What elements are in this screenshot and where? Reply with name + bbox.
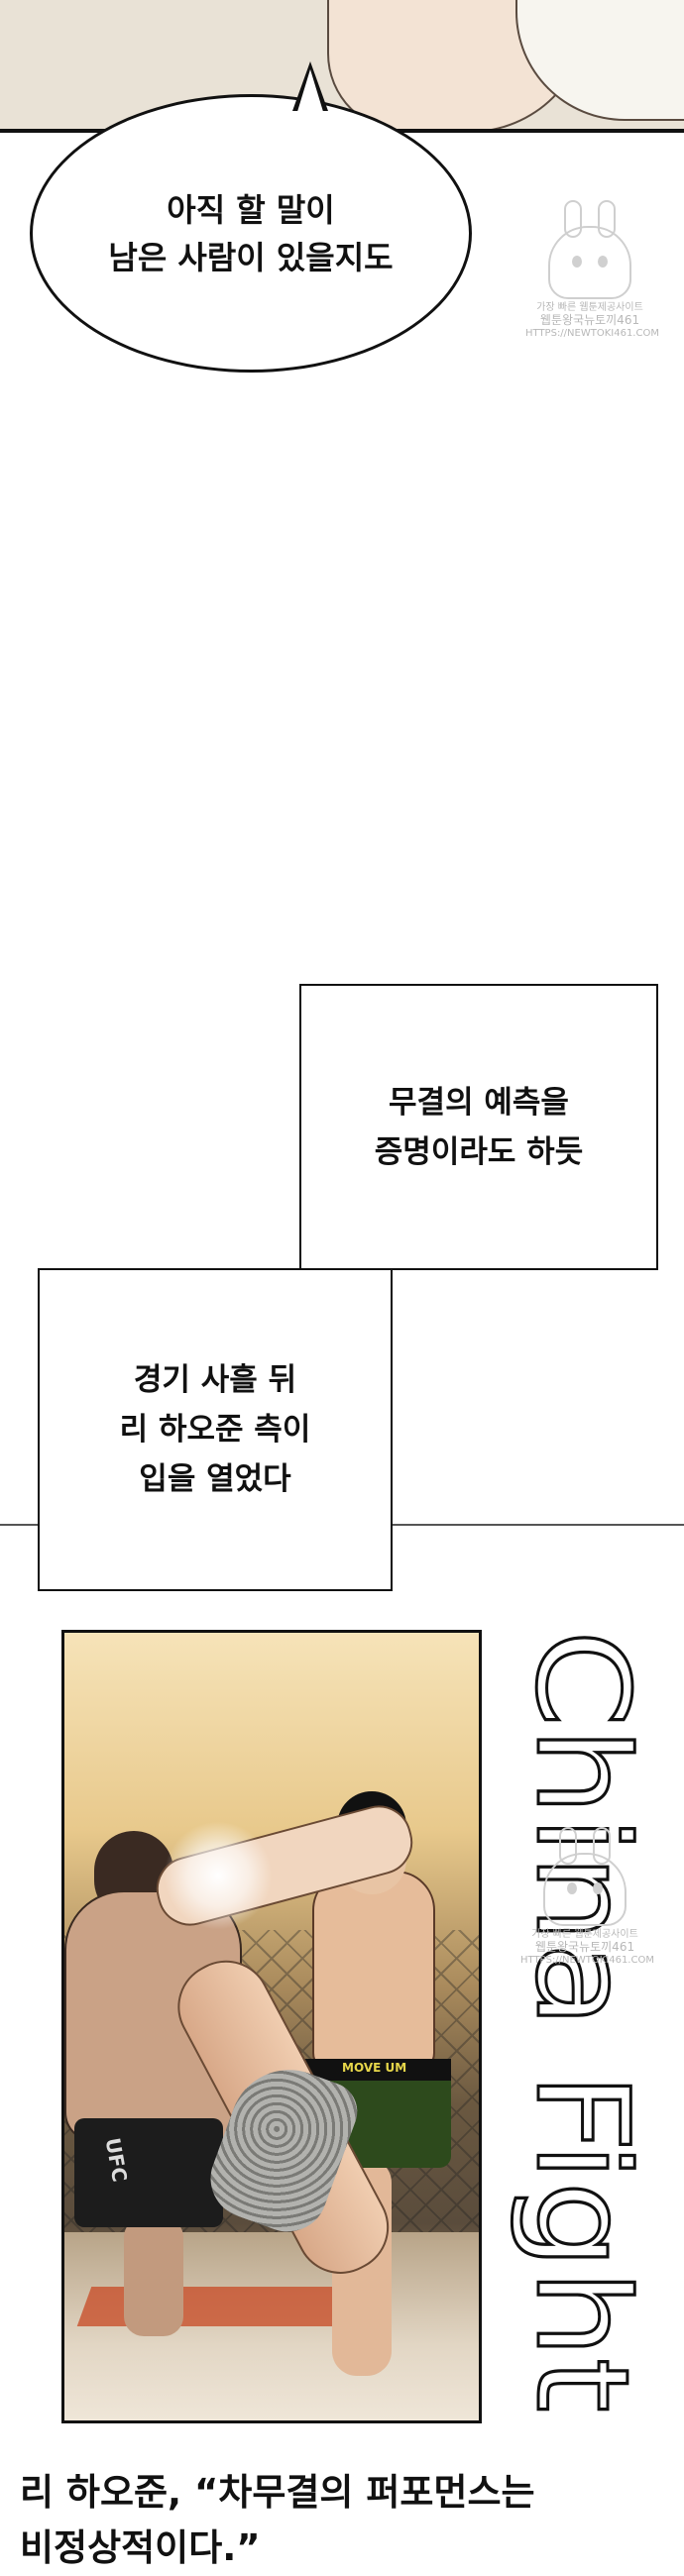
caption-1-line-1: 무결의 예측을: [389, 1084, 569, 1121]
watermark-line-2: 웹툰왕국뉴토끼461: [539, 313, 640, 327]
caption-2-line-1: 경기 사흘 뒤: [133, 1362, 297, 1398]
speech-line-2: 남은 사람이 있을지도: [108, 238, 394, 276]
watermark-line-1: 가장 빠른 웹툰제공사이트: [536, 302, 643, 313]
caption-box-2: 경기 사흘 뒤 리 하오준 측이 입을 열었다: [38, 1268, 393, 1591]
watermark-2: 가장 빠른 웹툰제공사이트 웹툰왕국뉴토끼461 HTTPS://NEWTOKI…: [520, 1827, 654, 1967]
fighter-right-shorts-text: MOVE UM: [342, 2061, 407, 2075]
speech-bubble-tail-fill: [296, 69, 324, 115]
speech-bubble: 아직 할 말이 남은 사람이 있을지도: [30, 94, 472, 373]
speech-line-1: 아직 할 말이: [167, 190, 335, 229]
watermark-2-line-3: HTTPS://NEWTOKI461.COM: [520, 1955, 654, 1966]
bunny-mascot-icon: [548, 200, 631, 299]
watermark: 가장 빠른 웹툰제공사이트 웹툰왕국뉴토끼461 HTTPS://NEWTOKI…: [525, 200, 659, 340]
impact-flash: [164, 1821, 273, 1930]
watermark-line-3: HTTPS://NEWTOKI461.COM: [525, 328, 659, 339]
headline-line-2: 비정상적이다.”: [20, 2526, 261, 2569]
watermark-2-line-2: 웹툰왕국뉴토끼461: [534, 1940, 635, 1954]
bunny-mascot-icon-2: [543, 1827, 627, 1926]
headline-line-1: 리 하오준, “차무결의 퍼포먼스는: [20, 2471, 535, 2514]
vertical-title-text: China Fight: [509, 1630, 655, 2413]
caption-box-1: 무결의 예측을 증명이라도 하듯: [299, 984, 658, 1270]
vertical-title: China Fight: [507, 1629, 657, 2422]
caption-2-line-2: 리 하오준 측이: [119, 1412, 311, 1448]
fight-illustration-panel: UFC MOVE UM: [61, 1630, 482, 2423]
caption-1-line-2: 증명이라도 하듯: [374, 1133, 584, 1170]
watermark-2-line-1: 가장 빠른 웹툰제공사이트: [531, 1929, 638, 1940]
news-headline: 리 하오준, “차무결의 퍼포먼스는 비정상적이다.”: [20, 2465, 684, 2576]
caption-2-line-3: 입을 열었다: [139, 1461, 291, 1497]
